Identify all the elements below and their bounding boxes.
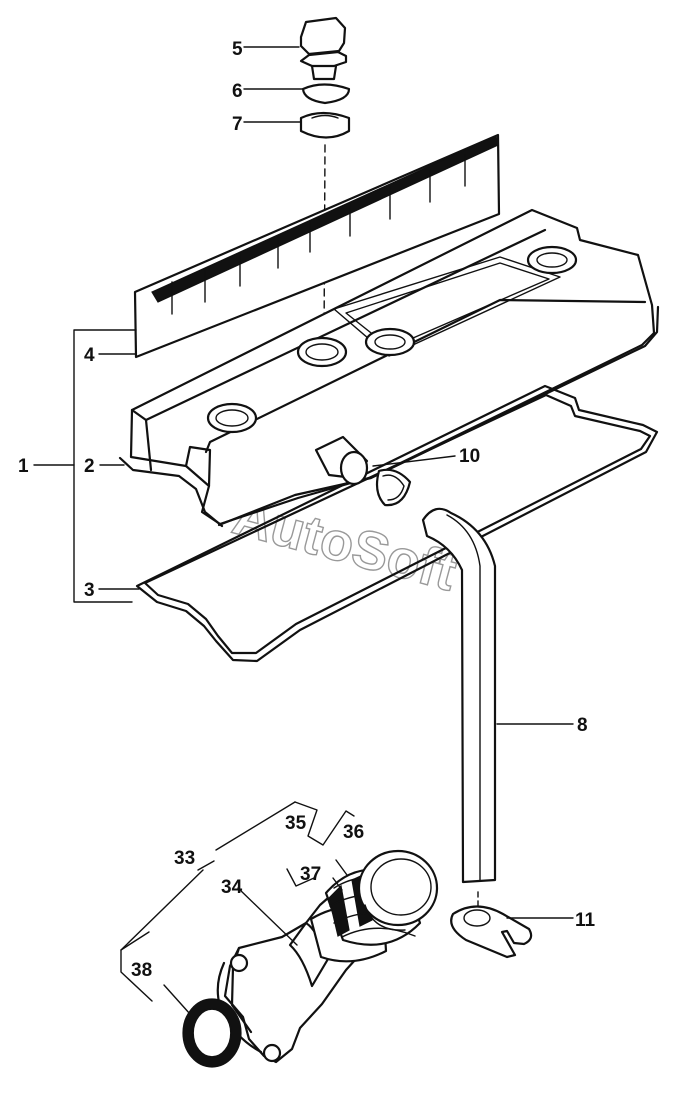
cover-baffle-plate — [133, 133, 501, 359]
oil-filler-assembly — [216, 849, 439, 1064]
callout-7: 7 — [232, 114, 243, 135]
group-bracket-lines — [33, 46, 574, 1015]
callout-3: 3 — [84, 580, 95, 601]
callout-35: 35 — [285, 813, 307, 834]
callout-37: 37 — [300, 864, 321, 885]
callout-5: 5 — [232, 39, 243, 60]
callout-10: 10 — [459, 446, 480, 467]
callout-2: 2 — [84, 456, 95, 477]
callout-labels: 1 2 3 4 5 6 7 8 10 11 33 34 35 36 37 38 — [18, 39, 596, 981]
hose-clip — [450, 905, 533, 959]
cover-bolt-assembly — [299, 16, 351, 346]
callout-38: 38 — [131, 960, 152, 981]
callout-6: 6 — [232, 81, 243, 102]
filler-o-ring — [182, 998, 242, 1068]
cover-gasket — [135, 384, 659, 663]
callout-1: 1 — [18, 456, 29, 477]
breather-hose-assembly — [314, 435, 497, 911]
callout-4: 4 — [84, 345, 95, 366]
callout-11: 11 — [575, 910, 596, 931]
callout-8: 8 — [577, 715, 588, 736]
callout-34: 34 — [221, 877, 243, 898]
callout-36: 36 — [343, 822, 364, 843]
callout-33: 33 — [174, 848, 195, 869]
